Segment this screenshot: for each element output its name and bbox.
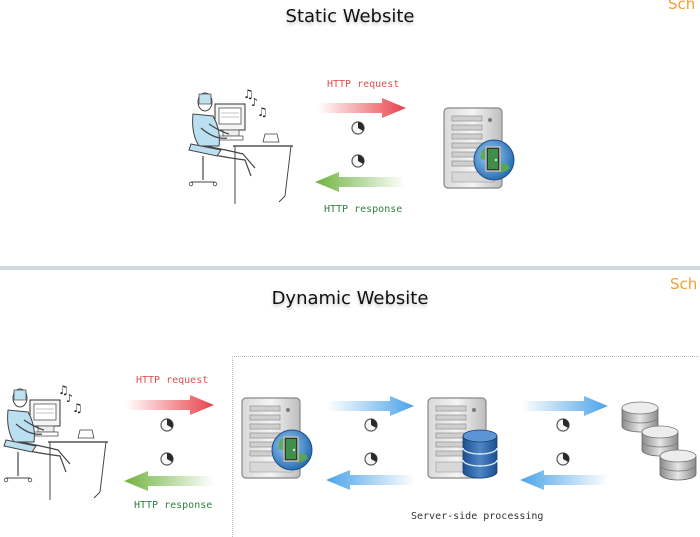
static-http-request-label: HTTP request: [327, 79, 400, 90]
dynamic-http-response-label: HTTP response: [134, 500, 213, 511]
db-query-arrow: [522, 396, 608, 416]
static-brand-text: Sch: [668, 0, 696, 13]
static-website-title: Static Website: [285, 6, 415, 27]
dynamic-website-panel: Dynamic Website Sch HTTP request HTTP re…: [0, 270, 700, 537]
static-request-arrow: [318, 98, 406, 118]
server-side-box: [232, 356, 700, 537]
user-at-desk-icon: [3, 382, 109, 501]
timer-icon: [364, 452, 378, 466]
timer-icon: [160, 418, 174, 432]
dynamic-website-title: Dynamic Website: [271, 288, 429, 309]
web-server-icon: [241, 397, 313, 479]
database-server-icon: [427, 397, 498, 479]
timer-icon: [556, 418, 570, 432]
dynamic-http-request-label: HTTP request: [136, 375, 209, 386]
internal-response-arrow: [326, 470, 414, 490]
dynamic-request-arrow: [126, 395, 214, 415]
web-server-icon: [443, 107, 515, 189]
user-at-desk-icon: [188, 86, 294, 205]
timer-icon: [351, 121, 365, 135]
db-result-arrow: [520, 470, 608, 490]
dynamic-response-arrow: [124, 471, 214, 491]
timer-icon: [160, 452, 174, 466]
timer-icon: [556, 452, 570, 466]
internal-request-arrow: [328, 396, 414, 416]
database-icon: [621, 401, 697, 481]
dynamic-brand-text: Sch: [670, 275, 698, 293]
static-website-panel: Static Website Sch HTTP request HTTP res…: [0, 0, 700, 266]
server-side-processing-label: Server-side processing: [411, 511, 544, 522]
static-http-response-label: HTTP response: [324, 204, 403, 215]
static-response-arrow: [315, 172, 405, 192]
timer-icon: [364, 418, 378, 432]
panel-divider: [0, 266, 700, 270]
timer-icon: [351, 154, 365, 168]
